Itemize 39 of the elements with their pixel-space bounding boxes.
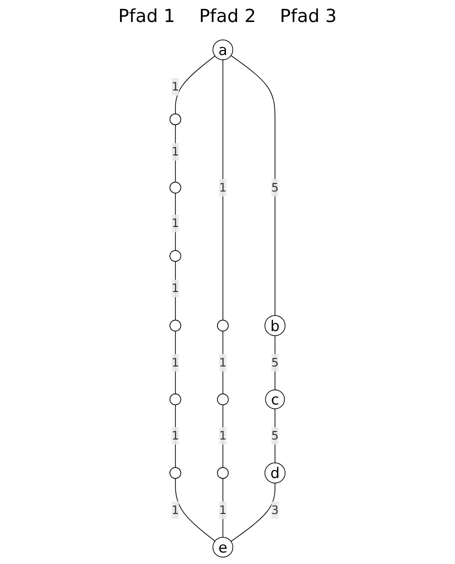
node-circle: c <box>265 389 285 410</box>
node-circle <box>170 182 182 194</box>
connector <box>274 408 276 464</box>
node-circle <box>170 320 182 332</box>
edge-label: 5 <box>271 428 279 442</box>
edge-label: 1 <box>219 180 227 194</box>
connector <box>175 478 216 542</box>
path-label: Pfad 2 <box>199 6 256 27</box>
edge-label: 1 <box>172 79 180 94</box>
node-circle <box>170 113 182 126</box>
node-circle: e <box>212 536 234 558</box>
node-circle <box>217 393 229 406</box>
edge-label: 1 <box>219 502 227 517</box>
connector <box>230 55 276 316</box>
path-label: Pfad 1 <box>118 6 176 27</box>
edge-label: 1 <box>172 428 180 442</box>
node-circle: a <box>212 39 234 60</box>
edge-label: 3 <box>271 502 279 517</box>
node-circle: d <box>264 462 286 484</box>
node-circle: b <box>264 315 286 336</box>
edge-label: 1 <box>172 281 180 296</box>
edge-label: 1 <box>172 502 180 517</box>
connector <box>230 482 276 542</box>
connector <box>175 56 216 114</box>
edge-label: 1 <box>219 355 227 370</box>
edge-label: 5 <box>271 355 279 370</box>
node-circle <box>217 467 229 479</box>
connector <box>222 59 224 321</box>
edge-label: 1 <box>172 216 180 230</box>
edge-label: 1 <box>172 144 180 158</box>
node-circle <box>170 250 182 262</box>
edge-label: 5 <box>271 180 279 194</box>
node-circle <box>170 393 182 406</box>
edge-label: 1 <box>172 355 180 370</box>
node-circle <box>170 467 182 479</box>
path-label: Pfad 3 <box>280 6 337 27</box>
connector <box>274 335 276 390</box>
node-circle <box>217 320 229 332</box>
edge-label: 1 <box>219 428 227 442</box>
